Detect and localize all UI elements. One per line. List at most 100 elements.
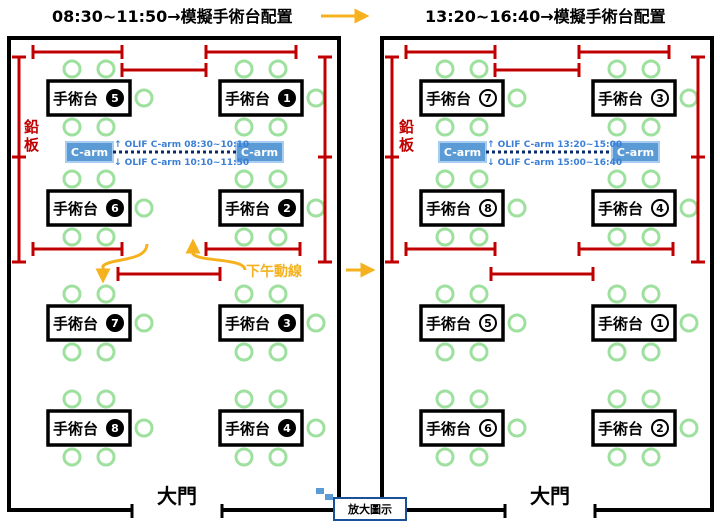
stool-left-5-2 — [234, 342, 254, 362]
right-carm-right: C-arm — [611, 141, 660, 163]
table-number-circle — [479, 314, 497, 332]
stool-right-3-4 — [679, 198, 699, 218]
svg-text:C-arm: C-arm — [71, 146, 108, 159]
stool-right-1-3 — [641, 117, 661, 137]
stool-right-4-3 — [469, 342, 489, 362]
right-olif-top: ↑ OLIF C-arm 13:20~15:00 — [487, 140, 622, 150]
table-number-circle — [278, 419, 296, 437]
stool-left-6-1 — [96, 389, 116, 409]
operating-table-label: 手術台 — [598, 420, 643, 438]
right-lead-panel-right-lower — [691, 155, 705, 264]
operating-table-label: 手術台 — [426, 200, 471, 218]
left-lead-panel-top-right — [204, 45, 298, 59]
right-lead-panel-middle — [489, 267, 595, 281]
operating-table-label: 手術台 — [426, 90, 471, 108]
operating-table-label: 手術台 — [53, 90, 98, 108]
left-lead-panel-left-lower — [12, 155, 26, 264]
operating-table-label: 手術台 — [225, 90, 270, 108]
stool-left-4-1 — [96, 284, 116, 304]
zoom-deco-2 — [325, 494, 333, 500]
left-lead-panel-right-lower — [318, 155, 332, 264]
right-lead-label-1: 鉛 — [399, 118, 414, 136]
stool-left-6-2 — [62, 447, 82, 467]
table-number-circle — [479, 199, 497, 217]
table-number-circle — [278, 199, 296, 217]
stool-left-0-2 — [62, 117, 82, 137]
left-lead-panel-middle — [116, 267, 222, 281]
stool-left-4-2 — [62, 342, 82, 362]
stool-right-2-1 — [469, 169, 489, 189]
right-lead-panel-top-right — [577, 45, 671, 59]
stool-left-2-1 — [96, 169, 116, 189]
operating-table-label: 手術台 — [598, 315, 643, 333]
stool-right-2-3 — [469, 227, 489, 247]
zoom-button-label[interactable]: 放大圖示 — [347, 502, 392, 516]
stool-left-5-0 — [234, 284, 254, 304]
table-number: 7 — [111, 317, 119, 330]
table-number: 1 — [283, 92, 291, 105]
stool-left-1-0 — [234, 59, 254, 79]
svg-text:C-arm: C-arm — [444, 146, 481, 159]
left-title: 08:30~11:50→模擬手術台配置 — [52, 7, 293, 26]
stool-right-2-2 — [435, 227, 455, 247]
operating-table-box — [218, 79, 304, 117]
zoom-deco-1 — [316, 488, 324, 494]
table-number: 4 — [283, 422, 291, 435]
stool-right-1-1 — [641, 59, 661, 79]
stool-right-4-0 — [435, 284, 455, 304]
zoom-button[interactable]: 放大圖示 — [316, 488, 407, 521]
svg-text:大門: 大門 — [157, 484, 197, 508]
operating-table-label: 手術台 — [598, 90, 643, 108]
stool-left-7-3 — [268, 447, 288, 467]
stool-left-1-1 — [268, 59, 288, 79]
zoom-button-box[interactable] — [333, 497, 407, 521]
stool-left-3-2 — [234, 227, 254, 247]
table-number: 6 — [111, 202, 119, 215]
stool-right-6-2 — [435, 447, 455, 467]
stool-left-2-0 — [62, 169, 82, 189]
table-number-circle — [479, 419, 497, 437]
left-lead-panel-bottom-left — [31, 242, 124, 256]
table-number-circle — [651, 89, 669, 107]
stool-left-0-1 — [96, 59, 116, 79]
stool-left-7-1 — [268, 389, 288, 409]
right-main-door: 大門 — [503, 484, 597, 518]
stool-left-2-4 — [134, 198, 154, 218]
stool-left-7-0 — [234, 389, 254, 409]
table-number-circle — [651, 419, 669, 437]
operating-table-label: 手術台 — [225, 315, 270, 333]
stool-right-5-3 — [641, 342, 661, 362]
left-lead-panel-top-left — [31, 45, 124, 59]
left-lead-panel-bottom-right — [204, 242, 302, 256]
stool-right-7-1 — [641, 389, 661, 409]
stool-left-4-0 — [62, 284, 82, 304]
right-lead-panel-right-upper — [691, 55, 705, 159]
stool-right-0-0 — [435, 59, 455, 79]
movement-arrow-down — [95, 243, 149, 284]
table-number-circle — [651, 314, 669, 332]
stool-left-2-3 — [96, 227, 116, 247]
left-lead-panel-top-center — [120, 63, 208, 77]
table-number-circle — [106, 89, 124, 107]
right-lead-panel-top-center — [493, 63, 581, 77]
operating-table-label: 手術台 — [53, 420, 98, 438]
table-number-circle — [651, 199, 669, 217]
stool-left-0-3 — [96, 117, 116, 137]
stool-right-6-3 — [469, 447, 489, 467]
operating-table-label: 手術台 — [225, 200, 270, 218]
stool-left-5-3 — [268, 342, 288, 362]
stool-right-2-4 — [507, 198, 527, 218]
stool-right-4-4 — [507, 313, 527, 333]
table-number-circle — [106, 419, 124, 437]
table-number: 6 — [484, 422, 492, 435]
table-number-circle — [278, 314, 296, 332]
right-lead-panel-bottom-right — [577, 242, 675, 256]
right-lead-panel-bottom-left — [404, 242, 497, 256]
stool-right-7-3 — [641, 447, 661, 467]
